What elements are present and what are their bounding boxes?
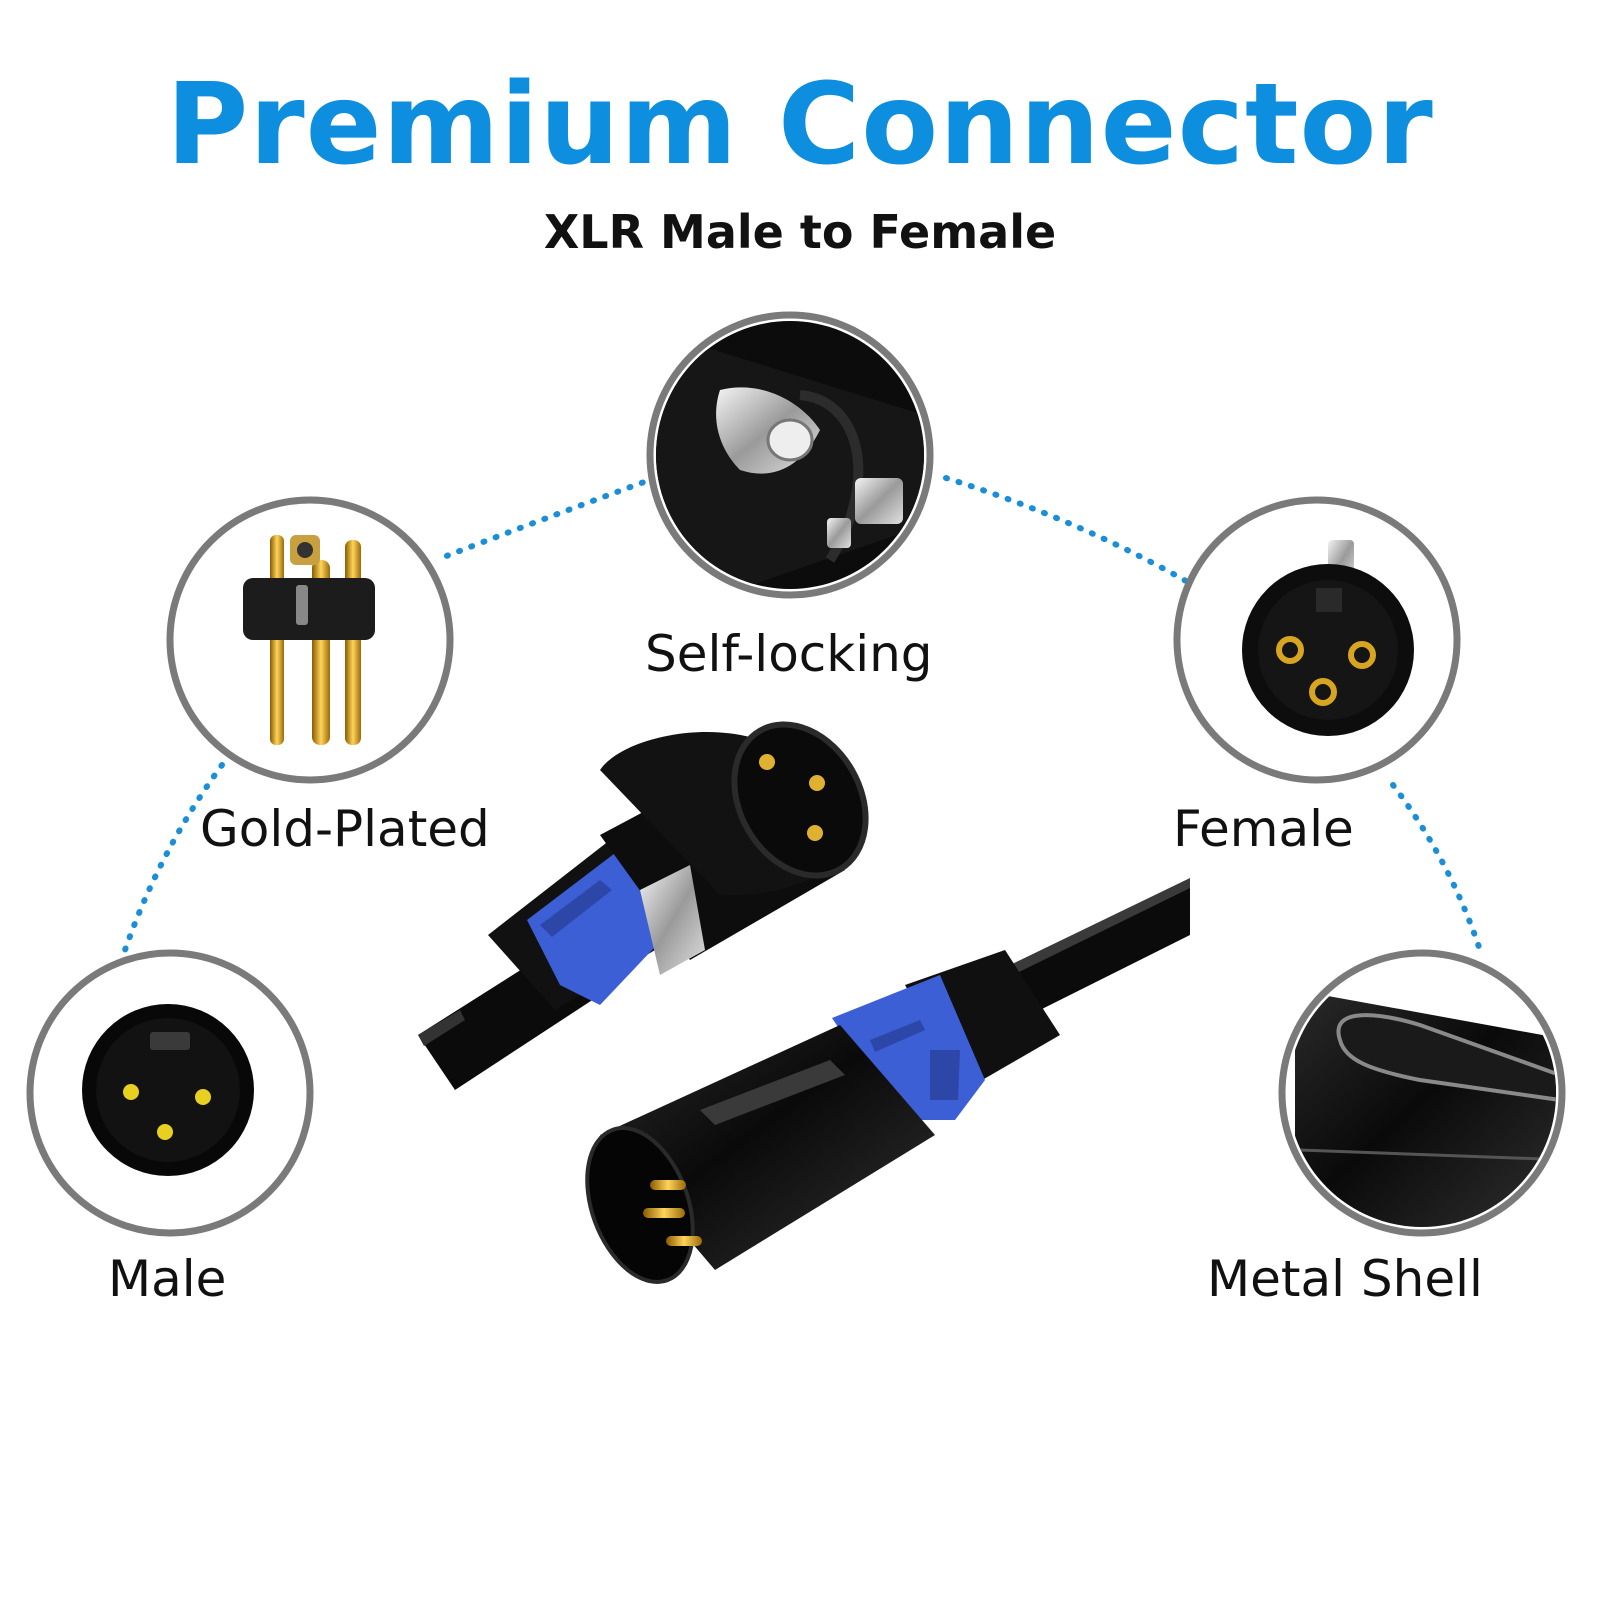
gold-plated-circle: [166, 496, 454, 784]
female-end-circle: [1173, 496, 1461, 784]
dotted-line-left: [122, 762, 225, 953]
dotted-line-right: [1390, 782, 1483, 953]
dotted-line-top-right: [943, 475, 1196, 588]
dotted-line-top-left: [433, 475, 658, 563]
cable-product: [1005, 878, 1190, 1010]
metal-shell-circle: [1278, 949, 1566, 1237]
male-connector-product: [585, 950, 1060, 1284]
female-connector-product: [418, 721, 869, 1090]
feature-label-metal-shell: Metal Shell: [1207, 1250, 1483, 1308]
feature-label-male: Male: [108, 1250, 227, 1308]
page-subtitle: XLR Male to Female: [543, 205, 1057, 259]
feature-label-gold-plated: Gold-Plated: [200, 800, 490, 858]
feature-label-female: Female: [1173, 800, 1354, 858]
page-title: Premium Connector: [166, 60, 1434, 190]
feature-label-self-locking: Self-locking: [645, 625, 933, 683]
self-locking-circle: [646, 311, 934, 599]
male-end-circle: [26, 949, 314, 1237]
dotted-connector-lines: [122, 475, 1483, 953]
